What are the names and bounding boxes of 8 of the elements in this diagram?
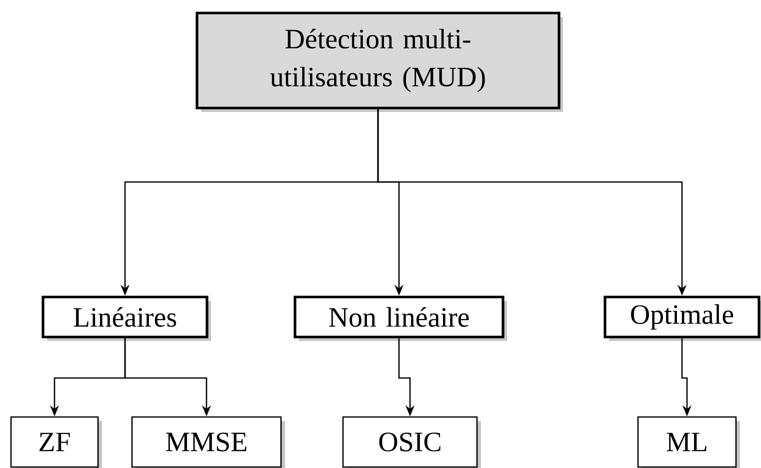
- category-box: Optimale: [604, 296, 761, 341]
- category-box: Non linéaire: [294, 296, 507, 341]
- method-box: ZF: [10, 416, 102, 468]
- method-box: ML: [637, 416, 740, 468]
- root-box: Détection multi-utilisateurs (MUD): [196, 12, 563, 112]
- method-box: OSIC: [342, 416, 481, 468]
- category-box: Linéaires: [42, 296, 211, 341]
- method-box: MMSE: [131, 416, 285, 468]
